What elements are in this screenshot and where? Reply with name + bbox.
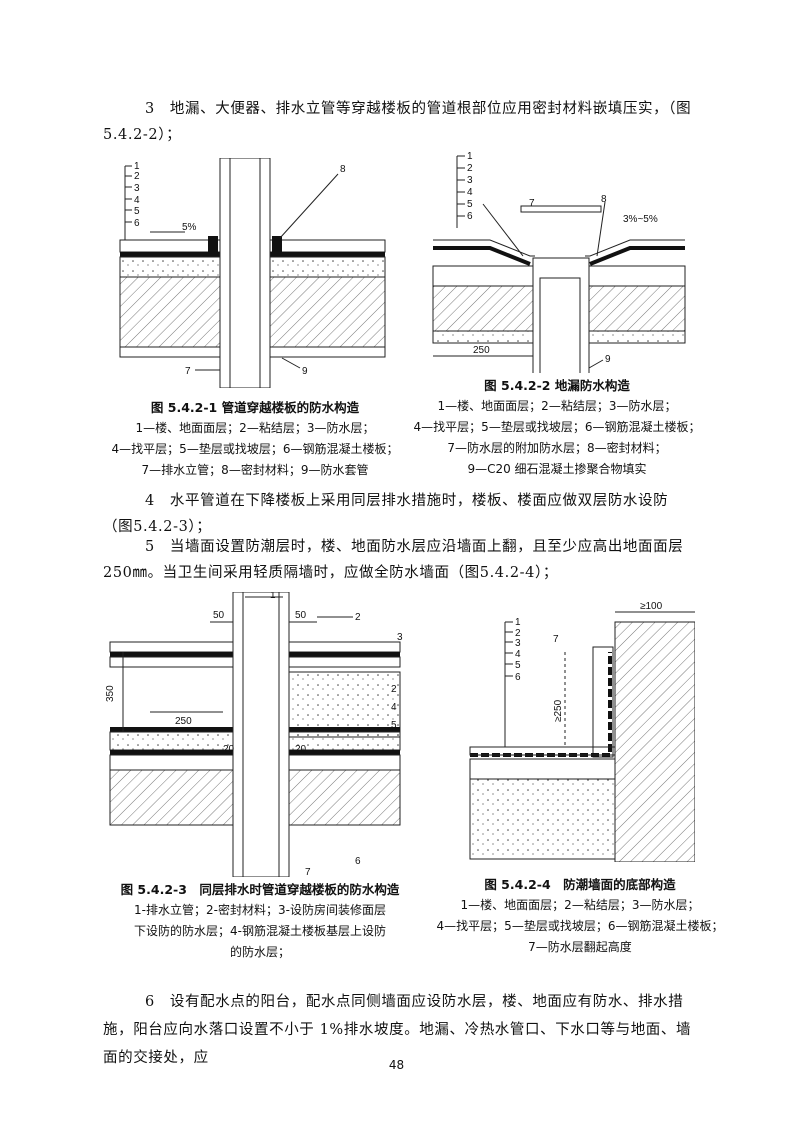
width-100: ≥100 (640, 601, 663, 612)
legend-line: 9—C20 细石混凝土掺聚合物填实 (467, 462, 647, 476)
label-1: 1 (515, 617, 521, 628)
legend-line: 1—楼、地面面层；2—粘结层；3—防水层； (135, 421, 375, 435)
label-3: 3 (515, 638, 521, 649)
label-4: 4 (515, 649, 521, 660)
dim-20-left: 20 (223, 744, 235, 755)
label-3: 3 (397, 632, 403, 643)
label-1: 1 (270, 592, 276, 601)
paragraph-5: 5 当墙面设置防潮层时，楼、地面防水层应沿墙面上翻，且至少应高出地面面层 250… (103, 539, 684, 581)
label-1: 1 (467, 151, 473, 162)
label-7: 7 (553, 634, 559, 645)
paragraph-6: 6 设有配水点的阳台，配水点同侧墙面应设防水层，楼、地面应有防水、排水措施，阳台… (103, 994, 692, 1066)
figure-5-4-2-4-diagram: 1 2 3 4 5 6 7 ≥250 ≥100 (469, 601, 695, 862)
slope-label: 3%~5% (623, 214, 658, 225)
label-3: 3 (134, 183, 140, 194)
dim-50-right: 50 (295, 610, 307, 621)
label-7: 7 (529, 198, 535, 209)
label-3: 3 (467, 175, 473, 186)
label-5: 5 (134, 206, 140, 217)
figure-title: 图 5.4.2-1 管道穿越楼板的防水构造 (150, 400, 360, 415)
paragraph-3: 3 地漏、大便器、排水立管等穿越楼板的管道根部位应用密封材料嵌填压实，（图5.4… (103, 101, 692, 143)
legend-line: 4—找平层；5—垫层或找坡层；6—钢筋混凝土楼板； (111, 442, 399, 456)
legend-line: 1-排水立管；2-密封材料；3-设防房间装修面层 (134, 903, 386, 917)
label-8: 8 (601, 194, 607, 205)
legend-line: 的防水层； (229, 945, 290, 959)
label-6: 6 (355, 856, 361, 867)
legend-line: 1—楼、地面面层；2—粘结层；3—防水层； (437, 399, 677, 413)
page-number: 48 (388, 1058, 405, 1072)
label-5: 5 (515, 660, 521, 671)
label-7: 7 (305, 867, 311, 877)
legend-line: 7—防水层的附加防水层；8—密封材料； (447, 441, 667, 455)
dim-50-left: 50 (213, 610, 225, 621)
label-2b: 2 (391, 684, 397, 695)
figure-5-4-2-4-caption: 图 5.4.2-4 防潮墙面的底部构造 1—楼、地面面层；2—粘结层；3—防水层… (420, 874, 740, 958)
label-2: 2 (467, 163, 473, 174)
legend-line: 4—找平层；5—垫层或找坡层；6—钢筋混凝土楼板； (436, 919, 724, 933)
figure-5-4-2-3-caption: 图 5.4.2-3 同层排水时管道穿越楼板的防水构造 1-排水立管；2-密封材料… (105, 879, 415, 963)
label-6: 6 (134, 218, 140, 229)
figure-5-4-2-3-diagram: 1 2 3 2 4 5 6 7 50 50 350 250 20 20 (105, 592, 403, 877)
figure-title: 图 5.4.2-4 防潮墙面的底部构造 (484, 877, 676, 892)
label-1: 1 (134, 161, 140, 172)
dim-20-right: 20 (295, 744, 307, 755)
label-2: 2 (355, 612, 361, 623)
dim-350: 350 (105, 685, 116, 702)
figure-5-4-2-1-diagram: 1 2 3 4 5 6 5% 8 7 9 (119, 158, 386, 388)
label-2: 2 (134, 171, 140, 182)
label-6: 6 (467, 211, 473, 222)
slope-label: 5% (182, 222, 197, 233)
label-8: 8 (340, 164, 346, 175)
figure-5-4-2-1-caption: 图 5.4.2-1 管道穿越楼板的防水构造 1—楼、地面面层；2—粘结层；3—防… (110, 397, 400, 481)
height-250: ≥250 (553, 699, 564, 722)
label-4: 4 (391, 702, 397, 713)
figure-5-4-2-2-diagram: 1 2 3 4 5 6 7 8 3%~5% 250 9 (432, 151, 686, 373)
figure-title: 图 5.4.2-2 地漏防水构造 (484, 378, 630, 393)
legend-line: 下设防的防水层；4-钢筋混凝土楼板基层上设防 (134, 924, 386, 938)
legend-line: 1—楼、地面面层；2—粘结层；3—防水层； (460, 898, 700, 912)
figure-title: 图 5.4.2-3 同层排水时管道穿越楼板的防水构造 (120, 882, 400, 897)
label-2: 2 (515, 628, 521, 639)
figure-5-4-2-2-caption: 图 5.4.2-2 地漏防水构造 1—楼、地面面层；2—粘结层；3—防水层； 4… (412, 375, 702, 480)
label-4: 4 (467, 187, 473, 198)
label-7: 7 (185, 366, 191, 377)
label-6: 6 (515, 672, 521, 683)
label-4: 4 (134, 195, 140, 206)
legend-line: 7—排水立管；8—密封材料；9—防水套管 (141, 463, 369, 477)
dim-250: 250 (175, 716, 192, 727)
label-5: 5 (467, 199, 473, 210)
paragraph-4: 4 水平管道在下降楼板上采用同层排水措施时，楼板、楼面应做双层防水设防（图5.4… (103, 493, 669, 535)
dimension-label: 250 (473, 345, 490, 356)
legend-line: 4—找平层；5—垫层或找坡层；6—钢筋混凝土楼板； (413, 420, 701, 434)
label-5: 5 (391, 720, 397, 731)
label-9: 9 (302, 366, 308, 377)
legend-line: 7—防水层翻起高度 (528, 940, 632, 954)
label-9: 9 (605, 354, 611, 365)
